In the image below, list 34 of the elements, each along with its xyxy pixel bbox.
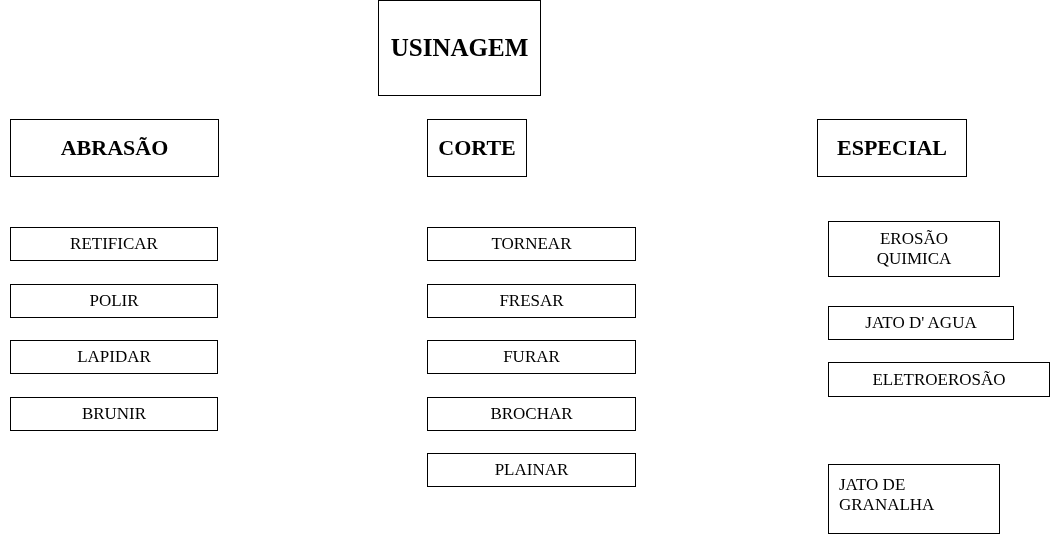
process-box — [10, 227, 218, 261]
process-name: JATO D' AGUA — [865, 313, 977, 333]
process-name: RETIFICAR — [70, 234, 158, 254]
process-name: PLAINAR — [494, 460, 569, 480]
process-name: TORNEAR — [491, 234, 572, 254]
process-box — [427, 284, 636, 318]
category-title: CORTE — [438, 135, 516, 161]
process-box — [10, 284, 218, 318]
process-name: BROCHAR — [490, 404, 573, 424]
process-name: EROSÃO QUIMICA — [875, 229, 953, 269]
process-name: POLIR — [89, 291, 139, 311]
process-box — [10, 397, 218, 431]
process-name: ELETROEROSÃO — [872, 369, 1006, 390]
main-category-title: USINAGEM — [390, 34, 529, 62]
process-box — [427, 227, 636, 261]
category-box — [427, 119, 527, 177]
process-name: FURAR — [503, 347, 560, 367]
process-box — [828, 221, 1000, 277]
process-box — [10, 340, 218, 374]
process-box — [828, 464, 1000, 534]
process-box — [828, 306, 1014, 340]
category-box — [817, 119, 967, 177]
category-title: ESPECIAL — [836, 135, 947, 161]
category-title: ABRASÃO — [60, 135, 169, 161]
process-box — [427, 397, 636, 431]
process-name: BRUNIR — [81, 404, 147, 424]
process-box — [427, 340, 636, 374]
category-box — [10, 119, 219, 177]
process-box — [828, 362, 1050, 397]
process-name: FRESAR — [499, 291, 564, 311]
main-category-box — [378, 0, 541, 96]
process-name: JATO DE GRANALHA — [839, 475, 936, 515]
process-box — [427, 453, 636, 487]
process-name: LAPIDAR — [77, 347, 151, 367]
